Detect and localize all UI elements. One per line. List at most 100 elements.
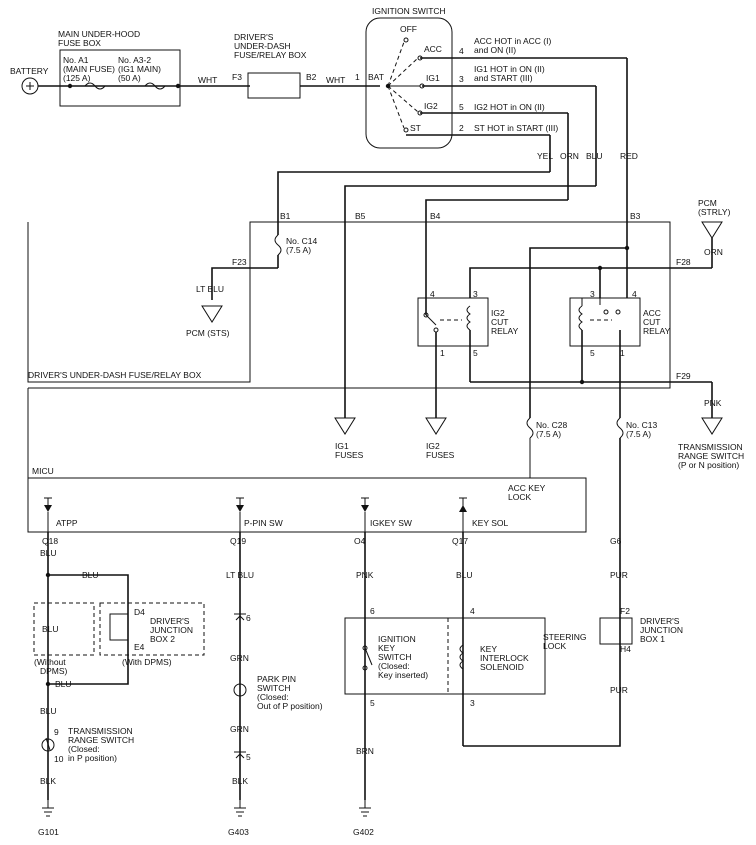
pin-f3: F3 (232, 72, 242, 82)
fuse-a1-l1: No. A1 (63, 55, 89, 65)
fuse-c28-l2: (7.5 A) (536, 429, 561, 439)
micu-title: MICU (32, 466, 54, 476)
ig2-cut-relay (417, 297, 489, 347)
fuse-c14-l2: (7.5 A) (286, 245, 311, 255)
wire-color-wht-1: WHT (198, 75, 217, 85)
wire-blu-b: BLU (82, 570, 99, 580)
wire-pur-1: PUR (610, 570, 628, 580)
wire-grn-1: GRN (230, 653, 249, 663)
micu-box (27, 477, 587, 533)
pin-b3: B3 (630, 211, 641, 221)
fuse-c28-l1: No. C28 (536, 420, 567, 430)
micu-atpp: ATPP (56, 518, 78, 528)
wire-brn: BRN (356, 746, 374, 756)
ign-st: ST (410, 123, 421, 133)
without-dpms-l1: (Without (34, 657, 66, 667)
micu-q18: Q18 (42, 536, 58, 546)
wire-ltblu: LT BLU (196, 284, 224, 294)
pin-e4: E4 (134, 642, 145, 652)
wire-blk-2: BLK (232, 776, 248, 786)
acc-relay-l2: CUT (643, 317, 660, 327)
iks-l1: IGNITION (378, 634, 416, 644)
micu-igkey: IGKEY SW (370, 518, 412, 528)
micu-keysol: KEY SOL (472, 518, 508, 528)
fuse-a3-l3: (50 A) (118, 73, 141, 83)
pin-d4: D4 (134, 607, 145, 617)
ground-g402 (359, 807, 371, 817)
pin-b5: B5 (355, 211, 366, 221)
fuse-a3-symbol (144, 82, 166, 90)
acc-relay-l1: ACC (643, 308, 661, 318)
djb2-connector (109, 613, 129, 641)
wire-color-wht-2: WHT (326, 75, 345, 85)
udb-title-3: FUSE/RELAY BOX (234, 50, 307, 60)
pin-h4: H4 (620, 644, 631, 654)
fuse-a1-symbol (84, 82, 106, 90)
pin-b2: B2 (306, 72, 317, 82)
micu-input-arrows (44, 497, 467, 512)
fuse-a3-l2: (IG1 MAIN) (118, 64, 161, 74)
trs2-l3: (Closed: (68, 744, 100, 754)
pin-f28: F28 (676, 257, 691, 267)
igkey-pin6: 6 (370, 606, 375, 616)
steering-lock-box (344, 617, 546, 695)
pps-l4: Out of P position) (257, 701, 323, 711)
ground-g101 (42, 807, 54, 817)
fuse-c14 (274, 234, 282, 256)
ig2-relay-l2: CUT (491, 317, 508, 327)
igkey-pin5: 5 (370, 698, 375, 708)
ign-desc-acc-2: and ON (II) (474, 45, 516, 55)
ig1-fuses-l1: IG1 (335, 441, 349, 451)
kis-l3: SOLENOID (480, 662, 524, 672)
key-interlock-solenoid-symbol (459, 644, 464, 670)
acc-key-lock-l1: ACC KEY (508, 483, 546, 493)
fuse-a1-l3: (125 A) (63, 73, 91, 83)
ignition-contacts (387, 37, 425, 133)
fuse-c28 (526, 417, 534, 439)
ign-desc-ig2: IG2 HOT in ON (II) (474, 102, 545, 112)
kis-l1: KEY (480, 644, 497, 654)
wire-blu-c: BLU (55, 679, 72, 689)
djb2-l2: JUNCTION (150, 625, 193, 635)
relay-pin-acc-5: 5 (590, 348, 595, 358)
ign-desc-ig1-1: IG1 HOT in ON (II) (474, 64, 545, 74)
relay-pin-acc-3: 3 (590, 289, 595, 299)
iks-l4: (Closed: (378, 661, 410, 671)
micu-q19: Q19 (230, 536, 246, 546)
steering-lock-l2: LOCK (543, 641, 566, 651)
battery: BATTERY (10, 66, 49, 95)
ign-pin5: 5 (459, 102, 464, 112)
trs2-l1: TRANSMISSION (68, 726, 133, 736)
under-dash-fuse-relay-box (27, 221, 671, 389)
park-pin-switch-symbol (233, 683, 247, 697)
under-dash-box-top (247, 72, 301, 99)
fuse-c14-l1: No. C14 (286, 236, 317, 246)
ign-ig1: IG1 (426, 73, 440, 83)
ign-bat: BAT (368, 72, 384, 82)
iks-l2: KEY (378, 643, 395, 653)
relay-pin-ig2-4: 4 (430, 289, 435, 299)
wire-blu-a: BLU (40, 548, 57, 558)
djb1-l1: DRIVER'S (640, 616, 680, 626)
djb1-connector (599, 617, 633, 645)
ig2-fuses-connector (425, 417, 447, 435)
pcm-strly-l2: (STRLY) (698, 207, 731, 217)
micu-g6: G6 (610, 536, 622, 546)
pcm-sts-connector (201, 305, 223, 323)
pcm-sts-label: PCM (STS) (186, 328, 230, 338)
djb1-l3: BOX 1 (640, 634, 665, 644)
trs-pin9: 9 (54, 727, 59, 737)
udb-title-2: UNDER-DASH (234, 41, 291, 51)
ig2-fuses-l1: IG2 (426, 441, 440, 451)
pin-b4: B4 (430, 211, 441, 221)
wire-pnk-2: PNK (356, 570, 374, 580)
wire-blu-d: BLU (42, 624, 59, 634)
ign-pin3: 3 (459, 74, 464, 84)
ig1-fuses-l2: FUSES (335, 450, 364, 460)
fuse-c13-l1: No. C13 (626, 420, 657, 430)
pcm-strly-l1: PCM (698, 198, 717, 208)
ppin-pin5: 5 (246, 752, 251, 762)
wire-blk-1: BLK (40, 776, 56, 786)
wire-grn-2: GRN (230, 724, 249, 734)
